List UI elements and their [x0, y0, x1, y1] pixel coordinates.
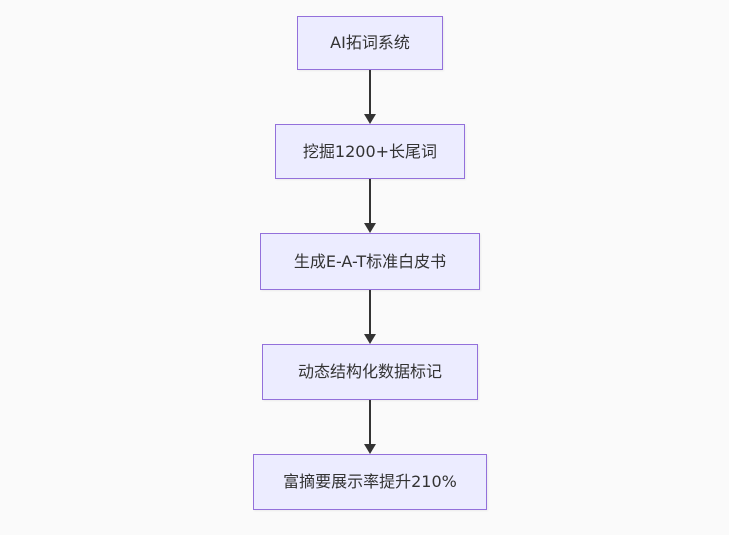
edge-line — [369, 179, 371, 224]
flow-node-label: 挖掘1200+长尾词 — [302, 141, 438, 161]
edge-line — [369, 290, 371, 335]
edge-connector-1 — [364, 70, 376, 124]
edge-connector-4 — [364, 400, 376, 454]
flow-node-structured-data-markup: 动态结构化数据标记 — [262, 344, 478, 400]
flow-node-rich-snippet-result: 富摘要展示率提升210% — [253, 454, 487, 510]
edge-line — [369, 70, 371, 115]
arrow-down-icon — [364, 114, 376, 124]
flow-node-label: 富摘要展示率提升210% — [283, 472, 457, 491]
flow-node-label: 动态结构化数据标记 — [297, 362, 442, 381]
arrow-down-icon — [364, 334, 376, 344]
flow-node-label: 生成E-A-T标准白皮书 — [293, 251, 447, 271]
flow-node-longtail-mining: 挖掘1200+长尾词 — [275, 124, 465, 179]
edge-line — [369, 400, 371, 445]
arrow-down-icon — [364, 444, 376, 454]
edge-connector-2 — [364, 179, 376, 233]
flow-node-label: AI拓词系统 — [330, 33, 410, 52]
flowchart: AI拓词系统 挖掘1200+长尾词 生成E-A-T标准白皮书 动态结构化数据标记… — [253, 16, 487, 510]
arrow-down-icon — [364, 223, 376, 233]
edge-connector-3 — [364, 290, 376, 344]
flow-node-eat-whitepaper: 生成E-A-T标准白皮书 — [260, 233, 480, 290]
flow-node-ai-keyword-system: AI拓词系统 — [297, 16, 443, 70]
